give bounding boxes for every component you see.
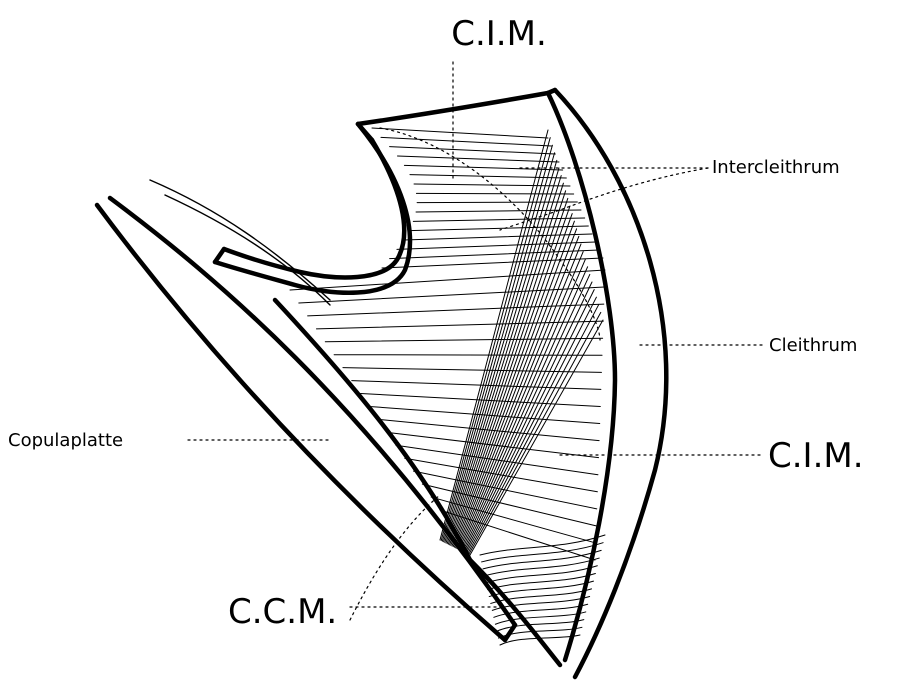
fiber-fan	[378, 419, 599, 440]
muscle-fibers	[290, 128, 605, 645]
label-cleithrum: Cleithrum	[769, 335, 857, 356]
cleithrum-outer-edge	[555, 90, 666, 677]
fiber-intercleithrum	[464, 282, 592, 552]
label-ccm: C.C.M.	[228, 592, 337, 632]
fiber-ccm	[480, 535, 605, 555]
labels: C.I.M. Intercleithrum Cleithrum C.I.M. C…	[8, 14, 864, 632]
fiber-upper	[381, 137, 552, 146]
intercleithrum-hook-tip	[358, 124, 372, 140]
fiber-upper	[390, 147, 556, 154]
bone-outlines	[97, 90, 666, 677]
fiber-upper	[398, 156, 559, 162]
thin-arc-1	[150, 180, 330, 300]
fiber-upper	[413, 218, 584, 221]
copulaplatte-upper-edge	[110, 198, 515, 625]
fiber-intercleithrum	[459, 252, 583, 550]
fiber-ccm	[488, 573, 596, 589]
fiber-fan	[352, 381, 601, 390]
fiber-upper	[416, 193, 573, 194]
fiber-ccm	[482, 543, 604, 562]
fiber-ccm	[483, 550, 601, 568]
intercleithrum-hook-outer	[215, 124, 410, 293]
label-intercleithrum: Intercleithrum	[712, 157, 840, 178]
fiber-intercleithrum	[458, 244, 581, 549]
fiber-intercleithrum	[450, 191, 566, 545]
intercleithrum-hook-inner	[224, 140, 404, 277]
intercleithrum-stub	[215, 249, 224, 262]
fiber-upper	[372, 128, 548, 138]
fiber-fan	[343, 368, 602, 373]
label-copulaplatte: Copulaplatte	[8, 430, 123, 451]
label-cim-top: C.I.M.	[451, 14, 547, 54]
fiber-fan	[290, 270, 605, 290]
fiber-intercleithrum	[465, 290, 594, 553]
leader-ccm-1	[350, 495, 440, 620]
fiber-upper	[410, 175, 566, 178]
fiber-intercleithrum	[447, 176, 561, 544]
label-cim-right: C.I.M.	[768, 436, 864, 476]
fiber-fan	[325, 338, 602, 342]
fiber-intercleithrum	[463, 274, 590, 551]
